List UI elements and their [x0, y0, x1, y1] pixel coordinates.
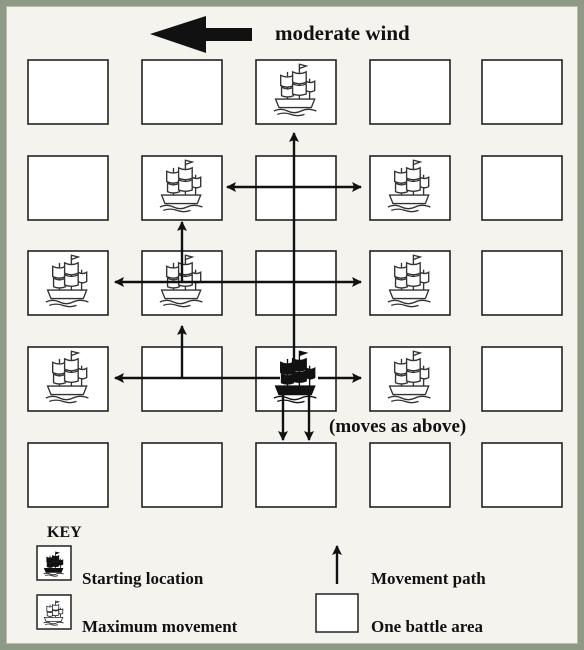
- wind-label: moderate wind: [275, 21, 410, 46]
- key-movement-path-label: Movement path: [371, 569, 486, 589]
- key-starting-location-label: Starting location: [82, 569, 203, 589]
- wind-arrow-icon: [150, 16, 252, 53]
- key-title: KEY: [47, 524, 82, 542]
- key-area-icon: [316, 594, 358, 632]
- battle-cell: [142, 443, 222, 507]
- battle-cell: [28, 60, 108, 124]
- battle-cell: [482, 251, 562, 315]
- battle-cell: [256, 443, 336, 507]
- key-start-icon: [37, 546, 71, 580]
- key-maximum-movement-label: Maximum movement: [82, 617, 237, 637]
- key-one-battle-area-label: One battle area: [371, 617, 483, 637]
- battle-cell: [28, 443, 108, 507]
- battle-cell: [482, 60, 562, 124]
- battle-cell: [142, 60, 222, 124]
- battle-cell: [482, 443, 562, 507]
- key-max-icon: [37, 595, 71, 629]
- battle-cell: [370, 60, 450, 124]
- battle-cell: [482, 156, 562, 220]
- moves-as-above-label: (moves as above): [329, 416, 466, 438]
- battle-cell: [482, 347, 562, 411]
- battle-cell: [370, 443, 450, 507]
- battle-cell: [28, 156, 108, 220]
